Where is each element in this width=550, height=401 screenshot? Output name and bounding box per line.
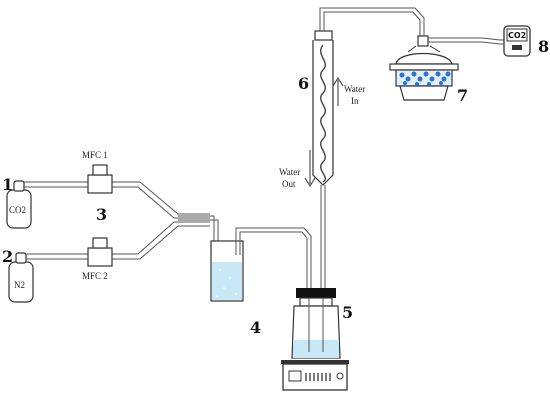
label-1: 1: [2, 175, 13, 194]
mfc-1-label: MFC 1: [82, 150, 108, 160]
water-out-label-line1: Water: [279, 167, 300, 177]
water-in-label-line1: Water: [344, 84, 365, 94]
label-7: 7: [457, 86, 468, 105]
cylinder-gas-label-n2: N2: [14, 280, 25, 290]
mass-flow-controller-1: MFC 1: [82, 150, 113, 194]
label-4: 4: [250, 318, 261, 337]
cylinder-gas-label-co2: CO2: [9, 205, 26, 215]
label-2: 2: [2, 247, 13, 266]
gas-cylinder-n2: N2: [8, 252, 34, 303]
sensor-display-text: CO2: [508, 31, 526, 40]
mass-flow-controller-2: MFC 2: [82, 237, 113, 281]
hot-plate-stirrer: [281, 360, 349, 391]
label-6: 6: [298, 74, 309, 93]
label-8: 8: [538, 37, 549, 56]
mfc-2-label: MFC 2: [82, 271, 108, 281]
reactor-bottle: [291, 288, 341, 359]
desiccator: [389, 35, 459, 101]
label-3: 3: [96, 205, 107, 224]
water-in-label-line2: In: [351, 96, 359, 106]
gas-tubing: [24, 181, 219, 260]
water-out-label-line2: Out: [282, 179, 296, 189]
reflux-condenser: [304, 30, 344, 288]
label-5: 5: [342, 303, 353, 322]
water-trap-flask: [210, 240, 244, 302]
gas-cylinder-co2: CO2: [6, 180, 32, 229]
desiccator-to-sensor-tubing: [428, 37, 505, 45]
co2-sensor: CO2: [503, 25, 531, 57]
condenser-to-desiccator-tubing: [319, 7, 425, 38]
trap-to-reactor-tubing: [235, 227, 312, 290]
